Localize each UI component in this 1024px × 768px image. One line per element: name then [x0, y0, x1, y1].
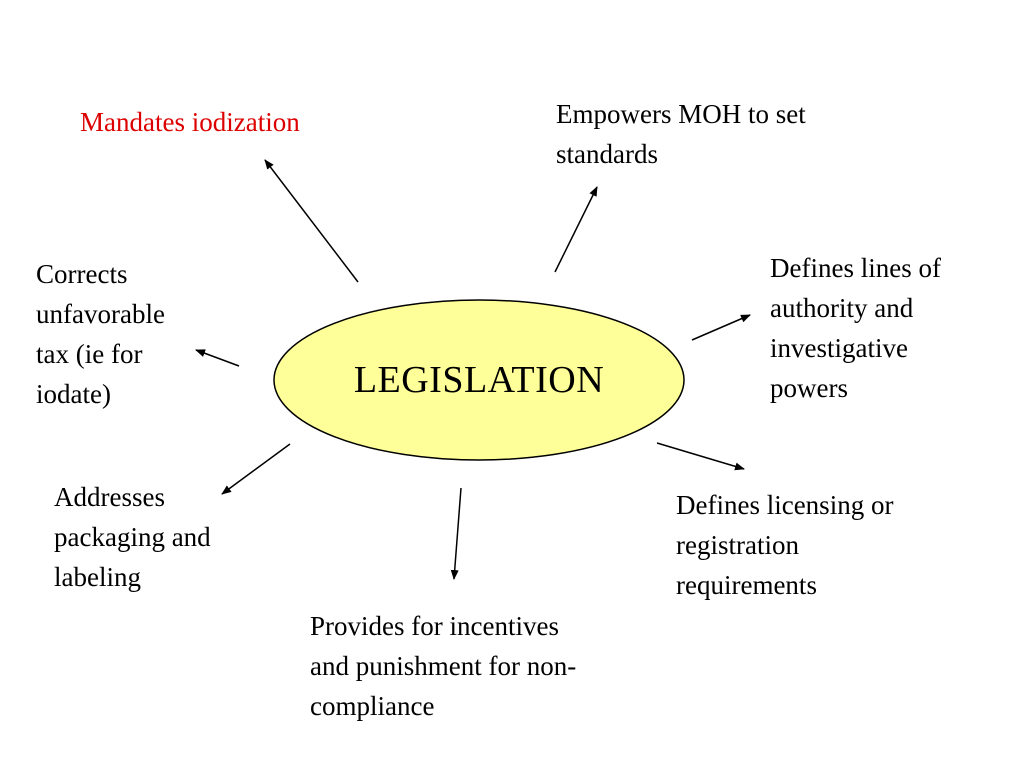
branch-label-empowers-moh: Empowers MOH to set standards [556, 99, 806, 169]
branch-label-incentives-punishment: Provides for incentives and punishment f… [310, 611, 577, 721]
arrow-incentives [450, 487, 462, 580]
arrow-empowers [554, 186, 598, 273]
arrow-corrects [195, 349, 240, 367]
center-ellipse [273, 299, 685, 461]
arrow-mandates [264, 159, 359, 283]
arrow-defines-lines [691, 314, 751, 341]
arrow-packaging [221, 443, 291, 495]
branch-label-defines-licensing: Defines licensing or registration requir… [676, 490, 894, 600]
branch-label-mandates-iodization: Mandates iodization [80, 107, 300, 137]
branch-label-addresses-packaging: Addresses packaging and labeling [54, 482, 211, 592]
center-label: LEGISLATION [353, 359, 605, 401]
branch-label-corrects-tax: Corrects unfavorable tax (ie for iodate) [36, 259, 165, 409]
arrow-licensing [656, 442, 745, 471]
branch-label-defines-authority: Defines lines of authority and investiga… [770, 253, 941, 403]
